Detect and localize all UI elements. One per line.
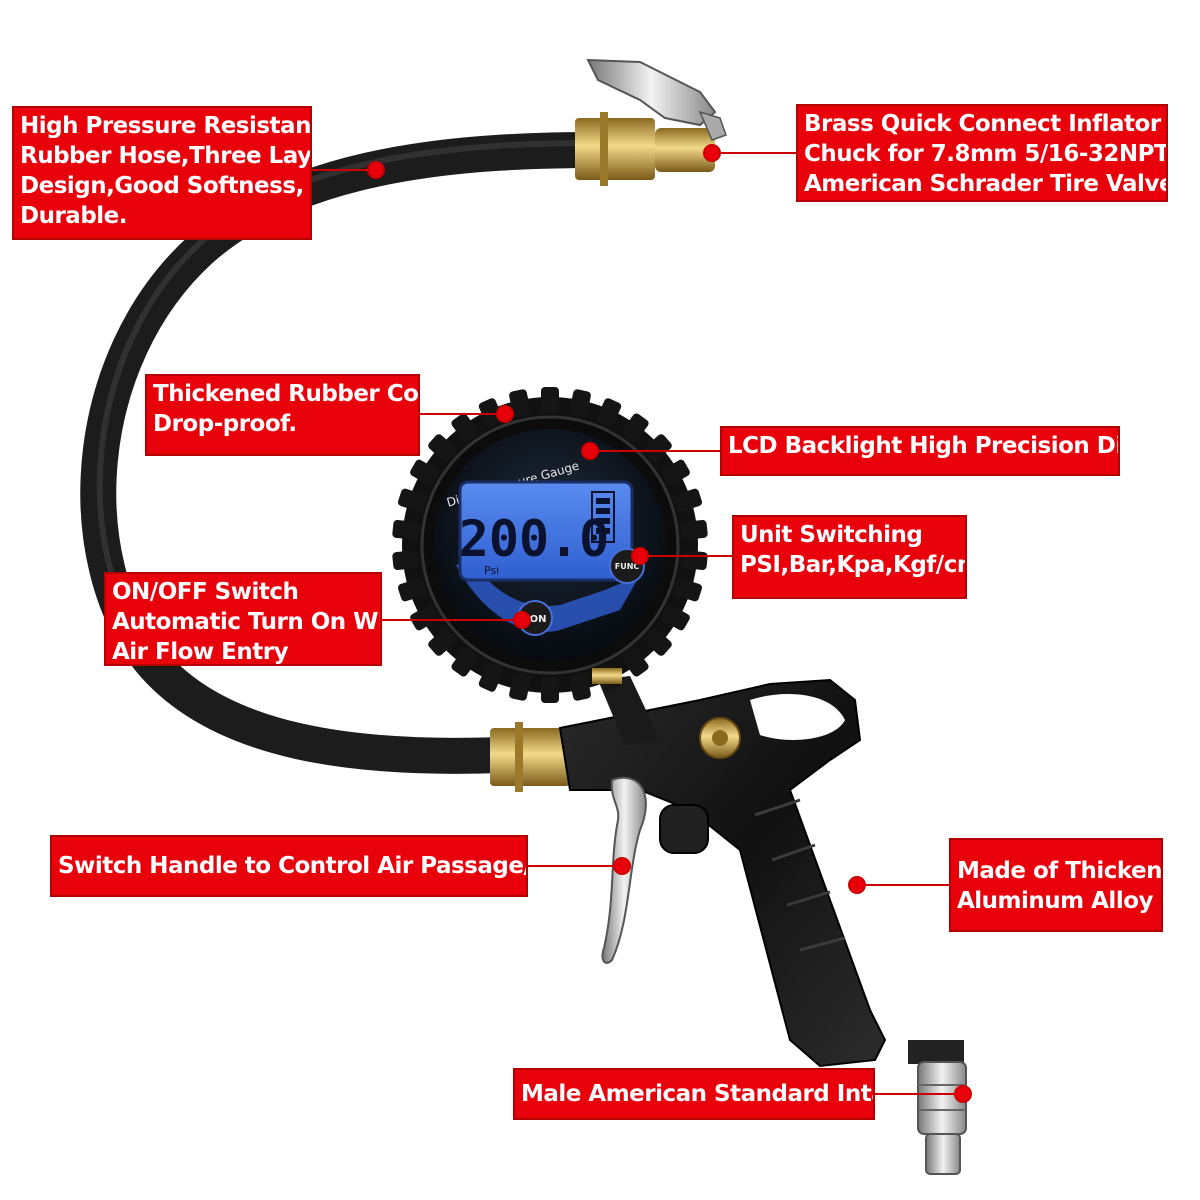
battery-indicator <box>591 491 615 543</box>
rubber-tooth <box>541 387 559 413</box>
rubber-tooth <box>451 648 479 677</box>
callout-leaders <box>312 144 972 1103</box>
lcd-unit: Psi <box>484 564 499 577</box>
callout-lcd-line-1: LCD Backlight High Precision Display <box>728 433 1118 459</box>
rubber-tooth <box>569 672 591 701</box>
rubber-tooth <box>569 389 591 418</box>
rubber-tooth <box>410 459 439 486</box>
rubber-tooth <box>410 604 439 631</box>
lcd-screen <box>458 480 634 582</box>
callout-chuck-line-3: American Schrader Tire Valve. <box>804 171 1168 197</box>
callout-intake-line-1: Male American Standard Intake <box>521 1081 873 1107</box>
callout-handle-line-1: Switch Handle to Control Air Passage/Sto… <box>58 853 526 879</box>
callout-body-line-1: Made of Thickened <box>957 858 1163 884</box>
callout-body-line-2: Aluminum Alloy <box>957 888 1154 914</box>
func-button-label: FUNC <box>615 562 640 571</box>
rubber-tooth <box>397 488 427 512</box>
callout-cover-line-1: Thickened Rubber Cover <box>153 381 419 407</box>
callout-lcd: LCD Backlight High Precision Display <box>720 426 1120 476</box>
callout-onoff: ON/OFF Switch Automatic Turn On When Air… <box>104 572 382 666</box>
rubber-tooth <box>392 550 420 571</box>
gun-body <box>558 676 887 1068</box>
callout-chuck: Brass Quick Connect Inflator Air Chuck f… <box>796 104 1168 202</box>
callout-hose: High Pressure Resistant Rubber Hose,Thre… <box>12 106 312 240</box>
callout-hose-line-3: Design,Good Softness, <box>20 173 304 199</box>
hose-ferrule <box>490 722 570 792</box>
air-chuck <box>575 58 727 186</box>
callout-hose-line-2: Rubber Hose,Three Layers <box>20 143 312 169</box>
rubber-tooth <box>596 398 622 427</box>
rubber-tooth <box>478 663 504 692</box>
rubber-tooth <box>680 519 708 540</box>
rubber-tooth <box>621 413 649 442</box>
lcd-reading: 200.0 <box>459 510 610 568</box>
callout-onoff-line-3: Air Flow Entry <box>112 639 289 665</box>
callout-cover-line-2: Drop-proof. <box>153 411 297 437</box>
rubber-tooth <box>673 578 703 602</box>
callout-onoff-line-2: Automatic Turn On When <box>112 609 380 635</box>
rubber-tooth <box>621 648 649 677</box>
callout-unit-line-2: PSI,Bar,Kpa,Kgf/cm² <box>740 552 967 578</box>
rubber-tooth <box>451 413 479 442</box>
male-intake <box>908 1040 967 1175</box>
rubber-tooth <box>392 519 420 540</box>
callout-switch-handle: Switch Handle to Control Air Passage/Sto… <box>50 835 528 897</box>
rubber-tooth <box>478 398 504 427</box>
rubber-tooth <box>673 488 703 512</box>
rubber-tooth <box>428 628 457 656</box>
rubber-tooth <box>509 389 531 418</box>
callout-hose-line-1: High Pressure Resistant <box>20 113 312 139</box>
on-button-label: ON <box>530 614 547 625</box>
rubber-tooth <box>397 578 427 602</box>
rubber-tooth <box>661 604 690 631</box>
callout-unit-switching: Unit Switching PSI,Bar,Kpa,Kgf/cm² <box>732 515 967 599</box>
rubber-tooth <box>541 677 559 703</box>
callout-onoff-line-1: ON/OFF Switch <box>112 579 299 605</box>
rubber-tooth <box>428 434 457 462</box>
callout-aluminum-body: Made of Thickened Aluminum Alloy <box>949 838 1163 932</box>
rubber-tooth <box>643 434 672 462</box>
rubber-tooth <box>661 459 690 486</box>
callout-hose-line-4: Durable. <box>20 203 128 229</box>
rubber-tooth <box>680 550 708 571</box>
callout-unit-line-1: Unit Switching <box>740 522 923 548</box>
rubber-tooth <box>509 672 531 701</box>
callout-rubber-cover: Thickened Rubber Cover Drop-proof. <box>145 374 420 456</box>
pressure-gauge: Digital Pressure Gauge 200.0 Psi ON FUNC <box>392 387 708 703</box>
callout-chuck-line-1: Brass Quick Connect Inflator Air <box>804 111 1168 137</box>
callout-intake: Male American Standard Intake <box>513 1068 875 1120</box>
callout-chuck-line-2: Chuck for 7.8mm 5/16-32NPT <box>804 141 1168 167</box>
rubber-tooth <box>643 628 672 656</box>
